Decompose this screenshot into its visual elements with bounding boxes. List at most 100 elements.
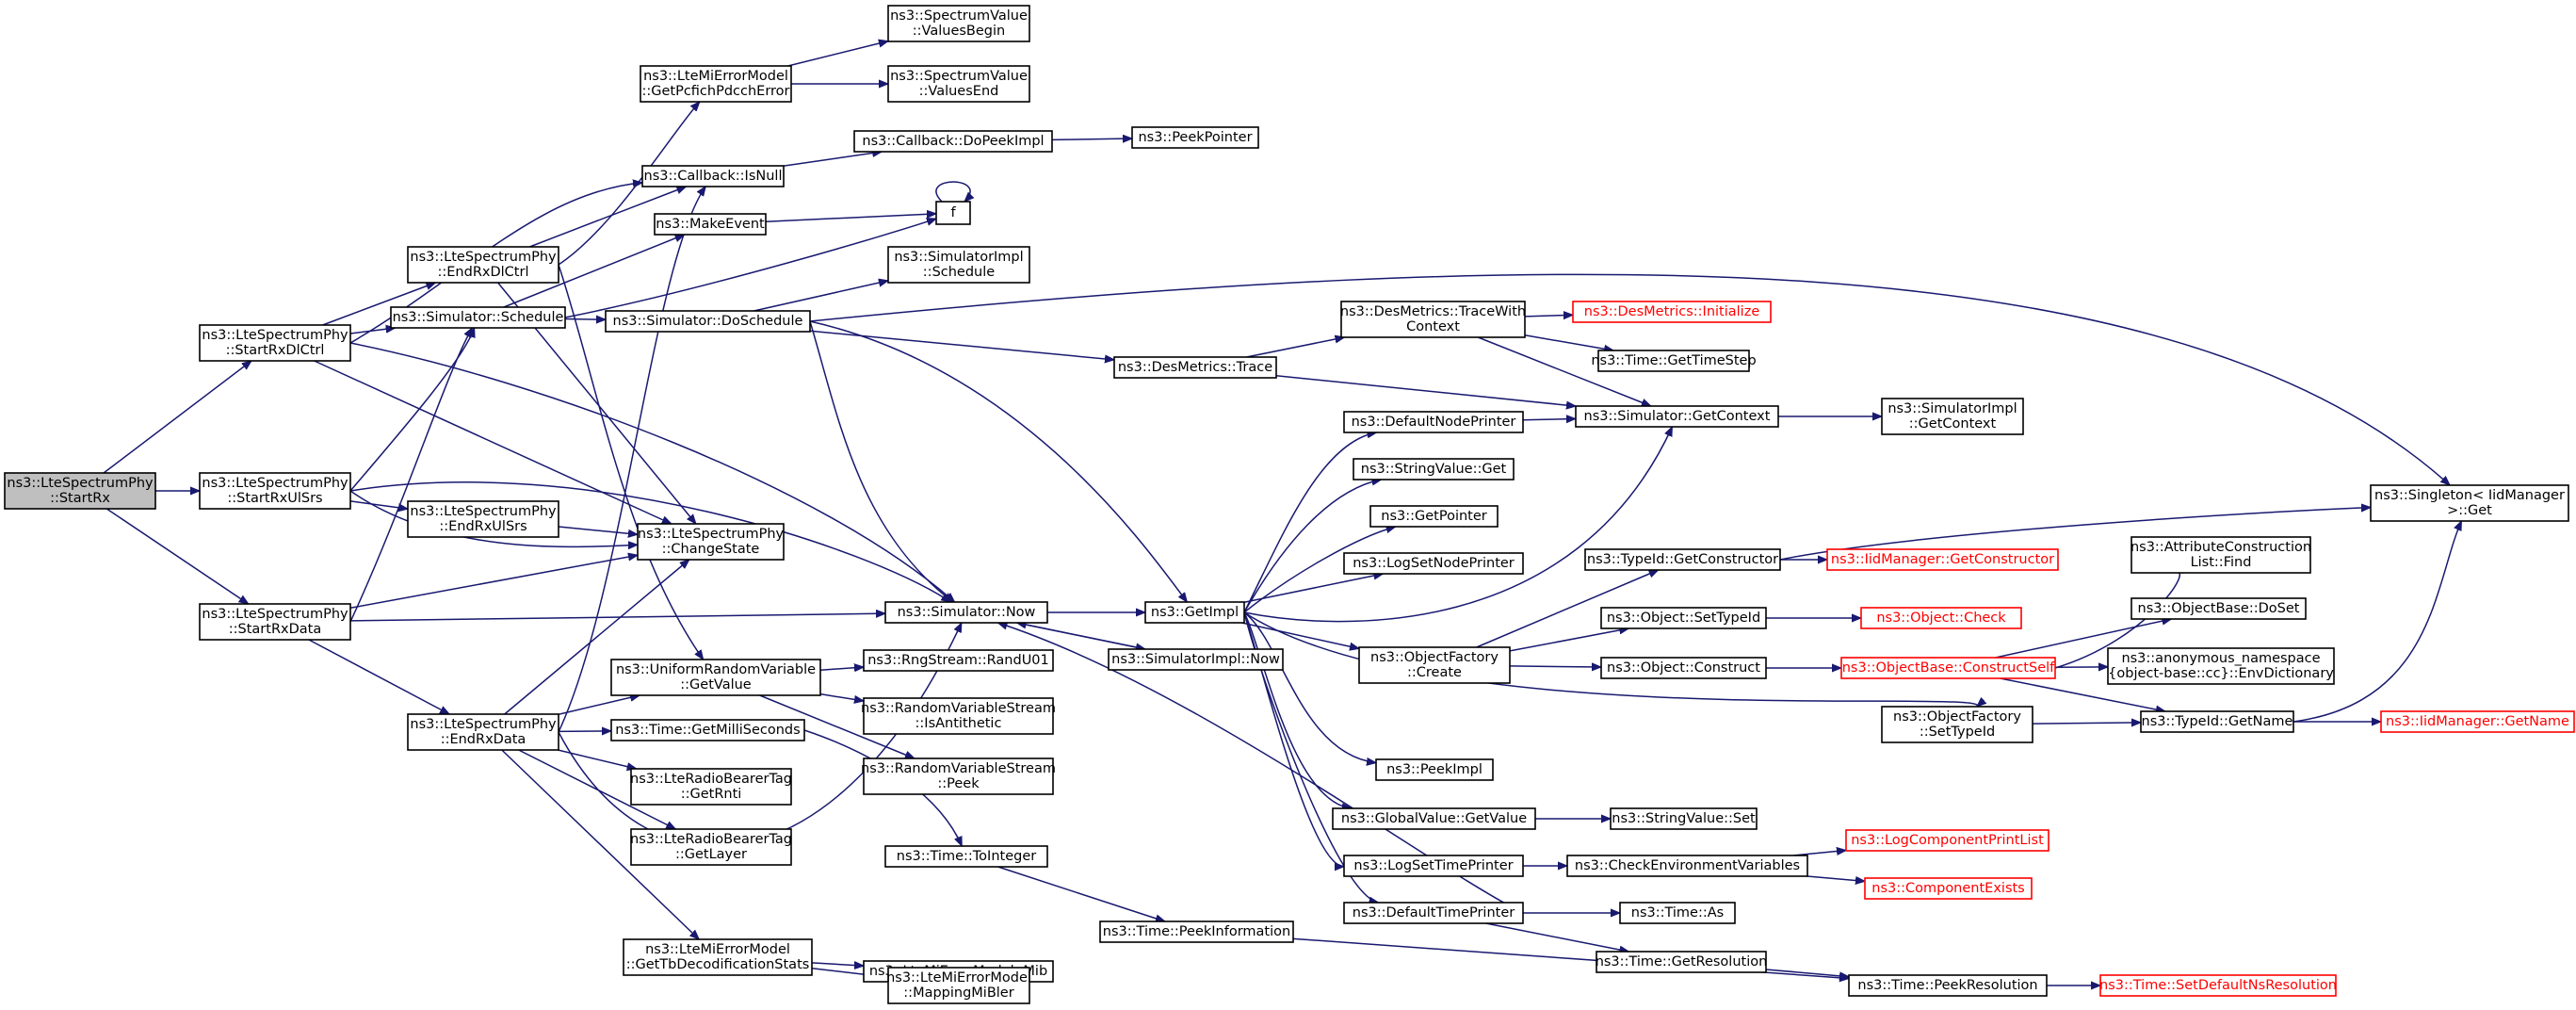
node-MakeEvent[interactable]: ns3::MakeEvent [654, 213, 767, 236]
node-DesInit[interactable]: ns3::DesMetrics::Initialize [1572, 301, 1772, 323]
node-root[interactable]: ns3::LteSpectrumPhy::StartRx [4, 472, 156, 510]
node-ValuesEnd[interactable]: ns3::SpectrumValue::ValuesEnd [887, 65, 1030, 103]
node-LogSetNodePrinter[interactable]: ns3::LogSetNodePrinter [1343, 552, 1524, 575]
node-PeekImpl[interactable]: ns3::PeekImpl [1375, 758, 1494, 781]
node-GetImpl[interactable]: ns3::GetImpl [1144, 601, 1245, 624]
node-box [1596, 951, 1767, 973]
node-label: ns3::ObjectFactory [1893, 709, 2021, 725]
edge-IsNull-to-DoPeekImpl [783, 152, 882, 167]
node-IidGetConstructor[interactable]: ns3::IidManager::GetConstructor [1826, 548, 2059, 571]
node-SIGetContext[interactable]: ns3::SimulatorImpl::GetContext [1881, 398, 2024, 435]
node-GetResolution[interactable]: ns3::Time::GetResolution [1596, 951, 1768, 973]
node-PeekResolution[interactable]: ns3::Time::PeekResolution [1848, 974, 2048, 997]
node-StartRxDlCtrl[interactable]: ns3::LteSpectrumPhy::StartRxDlCtrl [199, 324, 351, 362]
node-f[interactable]: f [935, 201, 971, 225]
node-DoPeekImpl[interactable]: ns3::Callback::DoPeekImpl [853, 130, 1053, 153]
node-GVGetValue[interactable]: ns3::GlobalValue::GetValue [1332, 807, 1536, 830]
node-SimImplSchedule[interactable]: ns3::SimulatorImpl::Schedule [887, 246, 1030, 284]
edge-TypeIdGetName-to-SingletonGet [2292, 521, 2463, 723]
node-label: ns3::CheckEnvironmentVariables [1575, 858, 1800, 873]
node-label: ns3::DesMetrics::Initialize [1584, 304, 1760, 319]
node-TypeIdGetName[interactable]: ns3::TypeId::GetName [2140, 710, 2294, 733]
node-SingletonGet[interactable]: ns3::Singleton< IidManager>::Get [2370, 484, 2569, 522]
node-IsAntithetic[interactable]: ns3::RandomVariableStream::IsAntithetic [861, 697, 1056, 735]
node-SetDefaultNsResolution[interactable]: ns3::Time::SetDefaultNsResolution [2099, 974, 2337, 997]
node-ConstructSelf[interactable]: ns3::ObjectBase::ConstructSelf [1840, 657, 2056, 679]
edge-GetImpl-to-StringValueGet [1243, 480, 1382, 613]
node-SetTypeId[interactable]: ns3::Object::SetTypeId [1600, 607, 1767, 629]
node-GetTimeStep[interactable]: ns3::Time::GetTimeStep [1591, 350, 1757, 372]
node-ToInteger[interactable]: ns3::Time::ToInteger [884, 845, 1048, 868]
edge-GetImpl-to-PeekImpl [1243, 611, 1376, 763]
node-DefaultNodePrinter[interactable]: ns3::DefaultNodePrinter [1343, 411, 1524, 433]
node-label: ::IsAntithetic [915, 716, 1002, 731]
node-OFSetTypeId[interactable]: ns3::ObjectFactory::SetTypeId [1881, 706, 2033, 743]
node-GetTbStats[interactable]: ns3::LteMiErrorModel::GetTbDecodificatio… [623, 938, 813, 976]
node-DefaultTimePrinter[interactable]: ns3::DefaultTimePrinter [1343, 902, 1524, 924]
node-box [1864, 877, 2033, 900]
node-PeekPointer[interactable]: ns3::PeekPointer [1131, 126, 1259, 149]
node-ObjConstruct[interactable]: ns3::Object::Construct [1600, 657, 1767, 679]
node-ChangeState[interactable]: ns3::LteSpectrumPhy::ChangeState [637, 523, 785, 561]
node-ObjCheck[interactable]: ns3::Object::Check [1860, 607, 2022, 629]
node-DoSchedule[interactable]: ns3::Simulator::DoSchedule [605, 310, 811, 333]
node-CheckEnv[interactable]: ns3::CheckEnvironmentVariables [1566, 855, 1808, 877]
node-Schedule[interactable]: ns3::Simulator::Schedule [390, 306, 566, 329]
node-box [1600, 607, 1767, 629]
node-SimImplNow[interactable]: ns3::SimulatorImpl::Now [1108, 648, 1284, 671]
node-GetPointer[interactable]: ns3::GetPointer [1369, 505, 1499, 528]
node-label: ::ValuesBegin [913, 24, 1005, 39]
node-label: ns3::TypeId::GetName [2142, 714, 2293, 729]
node-GetMilliSeconds[interactable]: ns3::Time::GetMilliSeconds [610, 719, 805, 741]
node-box [935, 201, 971, 225]
node-GetPcfich[interactable]: ns3::LteMiErrorModel::GetPcfichPdcchErro… [640, 65, 792, 103]
node-IidGetName[interactable]: ns3::IidManager::GetName [2380, 710, 2575, 733]
node-ValuesBegin[interactable]: ns3::SpectrumValue::ValuesBegin [887, 5, 1030, 42]
node-box [1881, 398, 2024, 435]
node-box [1358, 646, 1511, 684]
node-box [1597, 350, 1750, 372]
node-MappingMiBler[interactable]: ns3::LteMiErrorModel::MappingMiBler [886, 967, 1031, 1004]
node-LogSetTimePrinter[interactable]: ns3::LogSetTimePrinter [1343, 855, 1524, 877]
edge-TraceWithContext-to-GetTimeStep [1524, 334, 1613, 350]
node-label: ::EndRxData [441, 732, 527, 747]
edge-GetImpl-to-SimGetContext [1243, 427, 1674, 623]
node-label: ns3::LogSetTimePrinter [1353, 858, 1513, 873]
node-IsNull[interactable]: ns3::Callback::IsNull [641, 165, 785, 187]
node-RandU01[interactable]: ns3::RngStream::RandU01 [863, 649, 1054, 672]
node-label: ::StartRxData [229, 622, 321, 637]
node-GetConstructor[interactable]: ns3::TypeId::GetConstructor [1584, 548, 1781, 571]
node-label: ns3::Simulator::Now [898, 605, 1036, 620]
node-StartRxUlSrs[interactable]: ns3::LteSpectrumPhy::StartRxUlSrs [199, 472, 351, 510]
node-SimGetContext[interactable]: ns3::Simulator::GetContext [1575, 405, 1779, 428]
node-Now[interactable]: ns3::Simulator::Now [884, 601, 1048, 624]
node-ComponentExists[interactable]: ns3::ComponentExists [1864, 877, 2033, 900]
node-EnvDictionary[interactable]: ns3::anonymous_namespace{object-base::cc… [2107, 647, 2335, 685]
node-StringValueGet[interactable]: ns3::StringValue::Get [1353, 458, 1515, 481]
node-EndRxDlCtrl[interactable]: ns3::LteSpectrumPhy::EndRxDlCtrl [407, 246, 559, 284]
edge-root-to-StartRxData [105, 508, 248, 604]
node-label: ns3::LteRadioBearerTag [630, 772, 792, 787]
node-label: ns3::DesMetrics::TraceWith [1340, 304, 1526, 319]
edge-GetResolution-to-PeekResolution [1765, 969, 1849, 977]
node-StringValueSet[interactable]: ns3::StringValue::Set [1610, 807, 1758, 830]
node-GetLayer[interactable]: ns3::LteRadioBearerTag::GetLayer [630, 828, 792, 866]
edge-OFCreate-to-GetConstructor [1476, 569, 1659, 648]
node-PeekInformation[interactable]: ns3::Time::PeekInformation [1099, 920, 1294, 943]
node-EndRxData[interactable]: ns3::LteSpectrumPhy::EndRxData [407, 713, 559, 751]
node-label: ns3::anonymous_namespace [2121, 651, 2320, 666]
node-RVSPeek[interactable]: ns3::RandomVariableStream::Peek [861, 758, 1056, 795]
node-URVGetValue[interactable]: ns3::UniformRandomVariable::GetValue [610, 659, 821, 696]
node-label: ns3::PeekPointer [1138, 130, 1252, 145]
node-DesTrace[interactable]: ns3::DesMetrics::Trace [1113, 356, 1277, 379]
node-EndRxUlSrs[interactable]: ns3::LteSpectrumPhy::EndRxUlSrs [407, 500, 559, 538]
node-LogComponentPrintList[interactable]: ns3::LogComponentPrintList [1845, 829, 2049, 852]
node-TimeAs[interactable]: ns3::Time::As [1619, 902, 1736, 924]
edge-DefaultTimePrinter-to-Now [998, 623, 1524, 914]
node-DoSet[interactable]: ns3::ObjectBase::DoSet [2130, 597, 2307, 620]
node-StartRxData[interactable]: ns3::LteSpectrumPhy::StartRxData [199, 603, 351, 641]
node-GetRnti[interactable]: ns3::LteRadioBearerTag::GetRnti [630, 768, 792, 806]
node-OFCreate[interactable]: ns3::ObjectFactory::Create [1358, 646, 1511, 684]
